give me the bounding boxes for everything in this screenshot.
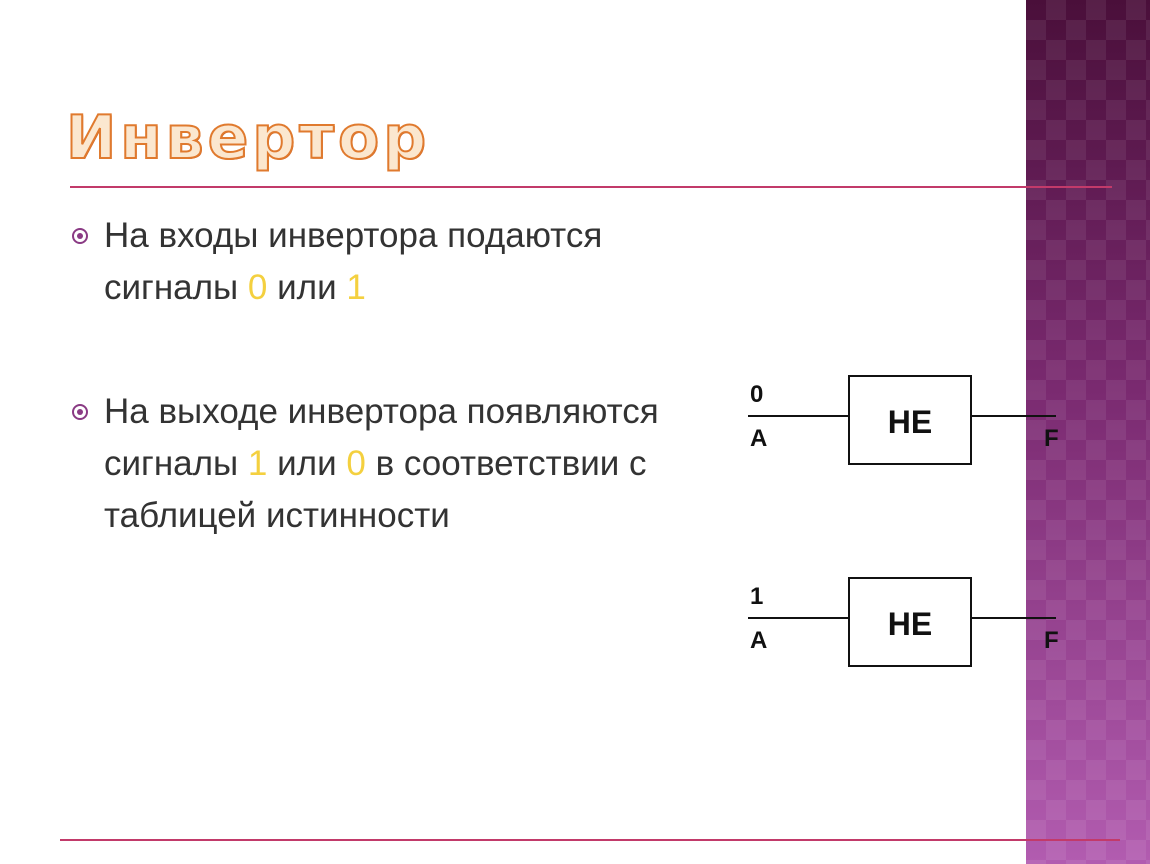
gate-input-label: A: [750, 425, 767, 452]
signal-value: 1: [247, 444, 268, 483]
gate-box: [848, 375, 972, 465]
signal-value: 1: [346, 268, 366, 307]
gate-output-label: F: [1044, 425, 1059, 452]
gate-output-label: F: [1044, 627, 1059, 654]
bullet-text: или: [267, 444, 347, 483]
decorative-side-panel: [1026, 0, 1150, 864]
inverter-diagrams: 0 A НЕ F 1 A НЕ F: [748, 375, 1059, 667]
inverter-gate-1: 1 A НЕ F: [748, 577, 1059, 667]
bullet-text: в соответствии с таблицей истинности: [104, 444, 647, 535]
bullet-text: На входы инвертора подаются сигналы: [104, 216, 603, 307]
gate-label: НЕ: [888, 404, 932, 440]
bullet-dot-icon: [72, 228, 88, 244]
bullet-text: или: [267, 268, 347, 307]
footer-divider: [60, 839, 1120, 841]
signal-value: 0: [247, 268, 268, 307]
title-divider: [70, 186, 1112, 188]
gate-label: НЕ: [888, 606, 932, 642]
bullet-text: На выходе инвертора появляются сигналы: [104, 392, 659, 483]
gate-input-label: A: [750, 627, 767, 654]
inverter-gate-0: 0 A НЕ F: [748, 375, 1059, 465]
bullet-dot-icon: [72, 404, 88, 420]
slide-title: Инвертор: [65, 103, 431, 173]
gate-box: [848, 577, 972, 667]
bullet-list: На входы инвертора подаются сигналы 0 ил…: [72, 210, 712, 542]
bullet-outputs: На выходе инвертора появляются сигналы 1…: [72, 386, 712, 542]
bullet-inputs: На входы инвертора подаются сигналы 0 ил…: [72, 210, 712, 314]
gate-input-value: 1: [750, 583, 763, 610]
gate-input-value: 0: [750, 381, 763, 408]
signal-value: 0: [346, 444, 366, 483]
